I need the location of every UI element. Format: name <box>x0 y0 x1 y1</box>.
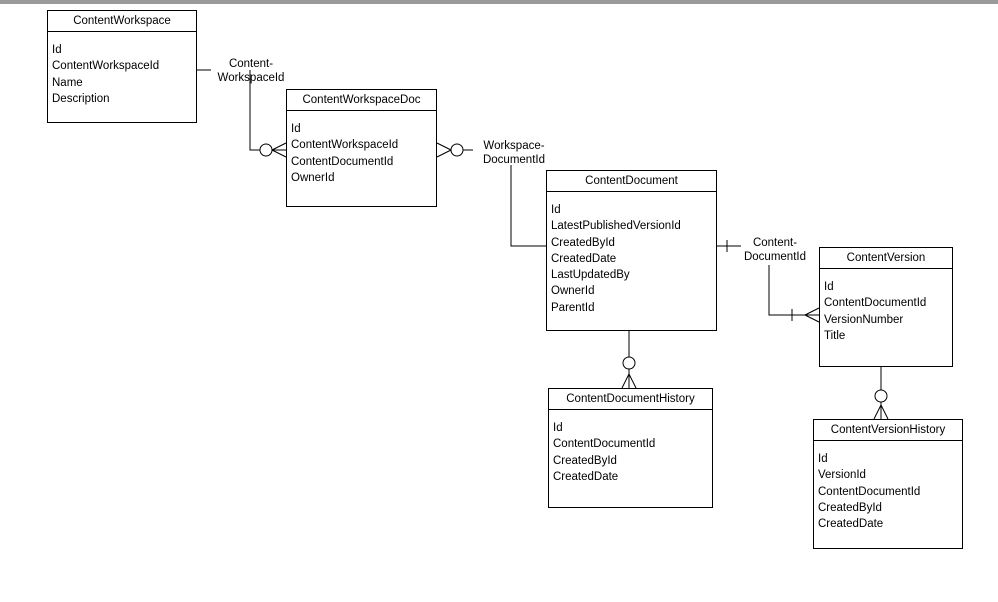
connector-document-to-version <box>768 265 792 316</box>
field-item: VersionNumber <box>824 313 904 326</box>
field-item: LatestPublishedVersionId <box>551 220 681 233</box>
field-item: CreatedDate <box>553 470 619 483</box>
label-line: Content- <box>752 237 798 249</box>
label-line: DocumentId <box>743 251 806 263</box>
field-item: OwnerId <box>551 285 595 298</box>
field-item: CreatedById <box>553 454 617 467</box>
field-item: Title <box>824 329 846 342</box>
field-item: CreatedById <box>818 501 882 514</box>
field-item: Id <box>818 453 828 465</box>
window-top-edge <box>0 0 998 4</box>
field-item: Id <box>551 204 561 216</box>
field-item: ParentId <box>551 301 595 314</box>
field-item: Name <box>52 76 83 89</box>
entity-title: ContentDocumentHistory <box>549 389 712 410</box>
field-list: Id ContentWorkspaceId ContentDocumentId … <box>287 111 436 186</box>
field-list: Id ContentDocumentId VersionNumber Title <box>820 269 952 344</box>
field-item: Id <box>291 123 301 135</box>
field-item: ContentDocumentId <box>291 155 394 168</box>
entity-content-version[interactable]: ContentVersion Id ContentDocumentId Vers… <box>819 247 953 367</box>
entity-title: ContentVersion <box>820 248 952 269</box>
relationship-label-workspace: Content- WorkspaceId <box>202 57 300 85</box>
field-item: ContentWorkspaceId <box>52 60 160 73</box>
field-list: Id VersionId ContentDocumentId CreatedBy… <box>814 441 962 532</box>
label-line: WorkspaceId <box>217 72 285 84</box>
field-item: Id <box>52 44 62 56</box>
field-list: Id ContentWorkspaceId Name Description <box>48 32 196 107</box>
field-item: VersionId <box>818 469 866 482</box>
field-item: Id <box>553 422 563 434</box>
field-item: CreatedById <box>551 236 615 249</box>
connector-workspace-to-workspacedoc <box>197 69 260 151</box>
field-item: CreatedDate <box>818 518 884 531</box>
field-item: ContentDocumentId <box>553 438 656 451</box>
field-item: Id <box>824 281 834 293</box>
field-item: OwnerId <box>291 171 335 184</box>
entity-content-workspace-doc[interactable]: ContentWorkspaceDoc Id ContentWorkspaceI… <box>286 89 437 207</box>
label-line: Content- <box>228 58 274 70</box>
field-item: CreatedDate <box>551 252 617 265</box>
field-item: Description <box>52 92 110 105</box>
label-line: Workspace- <box>483 140 545 152</box>
entity-title: ContentDocument <box>547 171 716 192</box>
entity-content-version-history[interactable]: ContentVersionHistory Id VersionId Conte… <box>813 419 963 549</box>
field-item: ContentWorkspaceId <box>291 139 399 152</box>
entity-title: ContentWorkspaceDoc <box>287 90 436 111</box>
field-item: LastUpdatedBy <box>551 269 630 282</box>
entity-content-document[interactable]: ContentDocument Id LatestPublishedVersio… <box>546 170 717 331</box>
field-list: Id ContentDocumentId CreatedById Created… <box>549 410 712 485</box>
connector-workspacedoc-to-document <box>510 165 546 247</box>
field-item: ContentDocumentId <box>824 297 927 310</box>
field-list: Id LatestPublishedVersionId CreatedById … <box>547 192 716 316</box>
entity-content-workspace[interactable]: ContentWorkspace Id ContentWorkspaceId N… <box>47 10 197 123</box>
entity-title: ContentWorkspace <box>48 11 196 32</box>
label-line: DocumentId <box>482 154 545 166</box>
relationship-label-workspace-document: Workspace- DocumentId <box>470 139 558 167</box>
field-item: ContentDocumentId <box>818 485 921 498</box>
entity-title: ContentVersionHistory <box>814 420 962 441</box>
relationship-label-content-document: Content- DocumentId <box>732 236 818 264</box>
entity-content-document-history[interactable]: ContentDocumentHistory Id ContentDocumen… <box>548 388 713 508</box>
